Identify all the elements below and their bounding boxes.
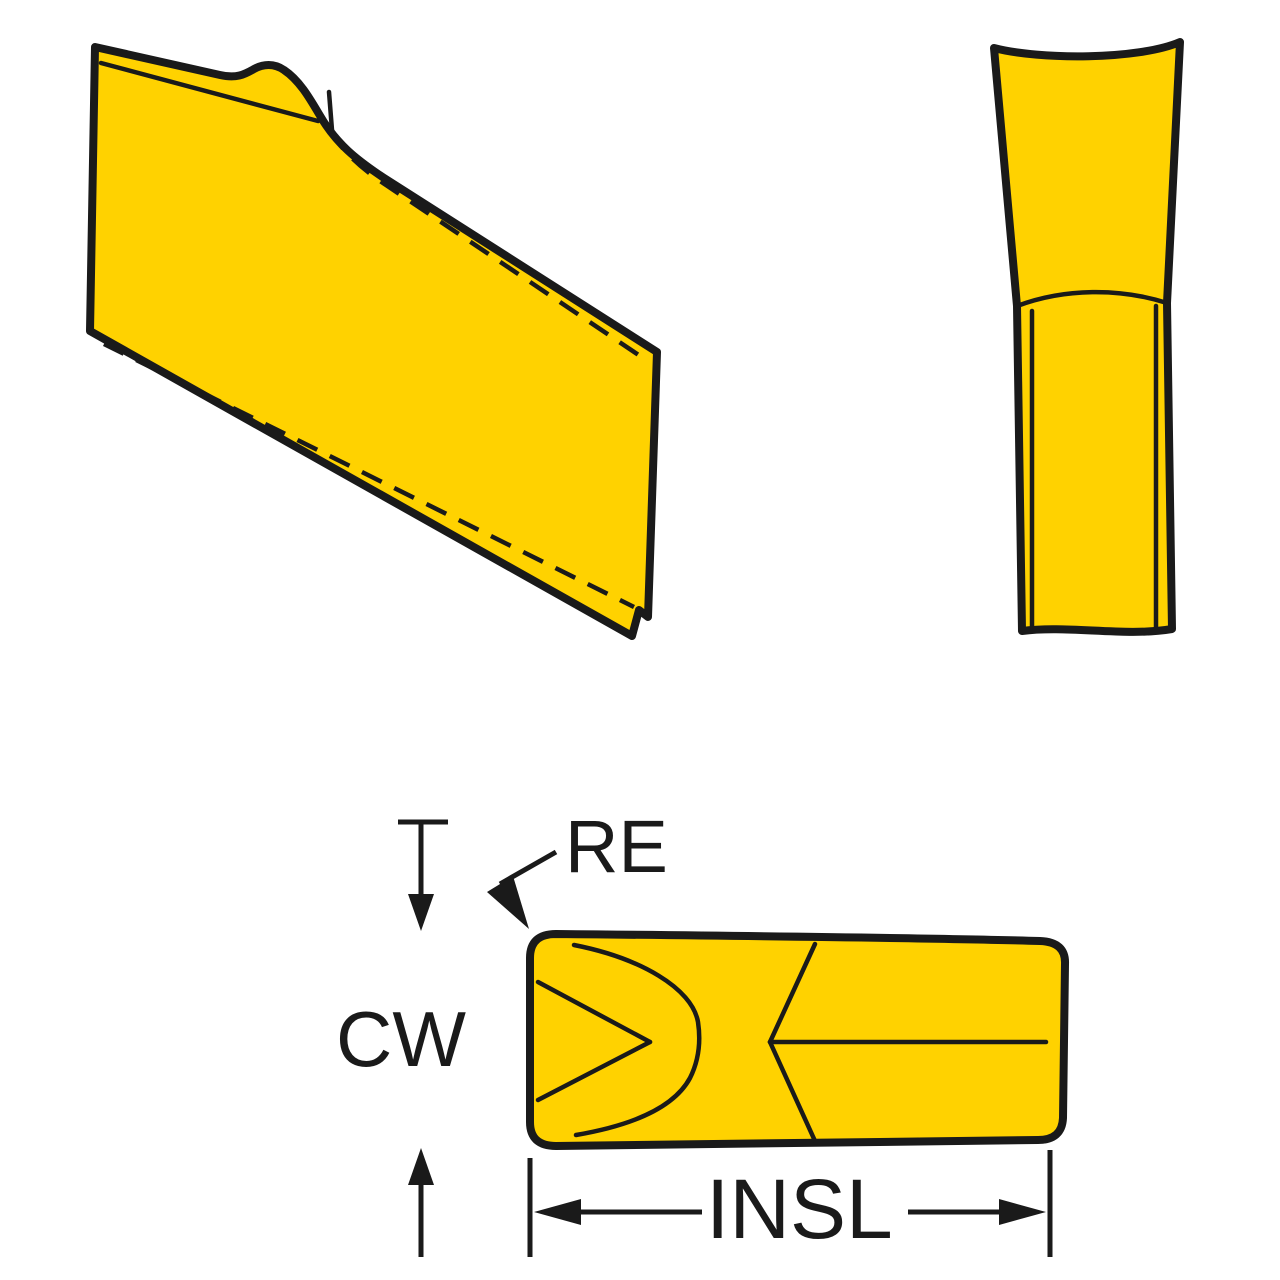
insl-right-arrowhead-icon: [999, 1199, 1046, 1225]
front-view-outline: [990, 38, 1184, 636]
cw-top-arrowhead-icon: [408, 894, 434, 931]
side-view: [86, 43, 661, 640]
re-label: RE: [565, 805, 668, 888]
side-view-hidden-edge-bottom: [102, 341, 636, 610]
top-view-vee-upper-line: [535, 979, 653, 1045]
re-arrowhead-icon: [487, 876, 529, 929]
top-view-chipbreaker-contour: [571, 942, 702, 1138]
side-view-edge-step-line: [326, 89, 335, 133]
re-dimension: RE: [487, 805, 668, 929]
top-view-transition-upper-line: [767, 941, 818, 1045]
cw-bottom-arrowhead-icon: [408, 1148, 434, 1185]
top-view: [526, 930, 1069, 1150]
insl-left-arrowhead-icon: [534, 1199, 581, 1225]
side-view-hidden-edge-top: [328, 129, 651, 364]
insl-dimension: INSL: [527, 1150, 1053, 1257]
top-view-vee-lower-line: [535, 1039, 653, 1103]
side-view-outline: [86, 43, 661, 640]
front-view-junction-arc: [1014, 289, 1170, 309]
side-view-top-face-line: [98, 60, 321, 124]
cw-label: CW: [336, 995, 466, 1083]
front-view: [990, 38, 1184, 636]
top-view-transition-lower-line: [767, 1039, 818, 1144]
cw-dimension: CW: [336, 819, 466, 1257]
insl-label: INSL: [706, 1162, 893, 1256]
